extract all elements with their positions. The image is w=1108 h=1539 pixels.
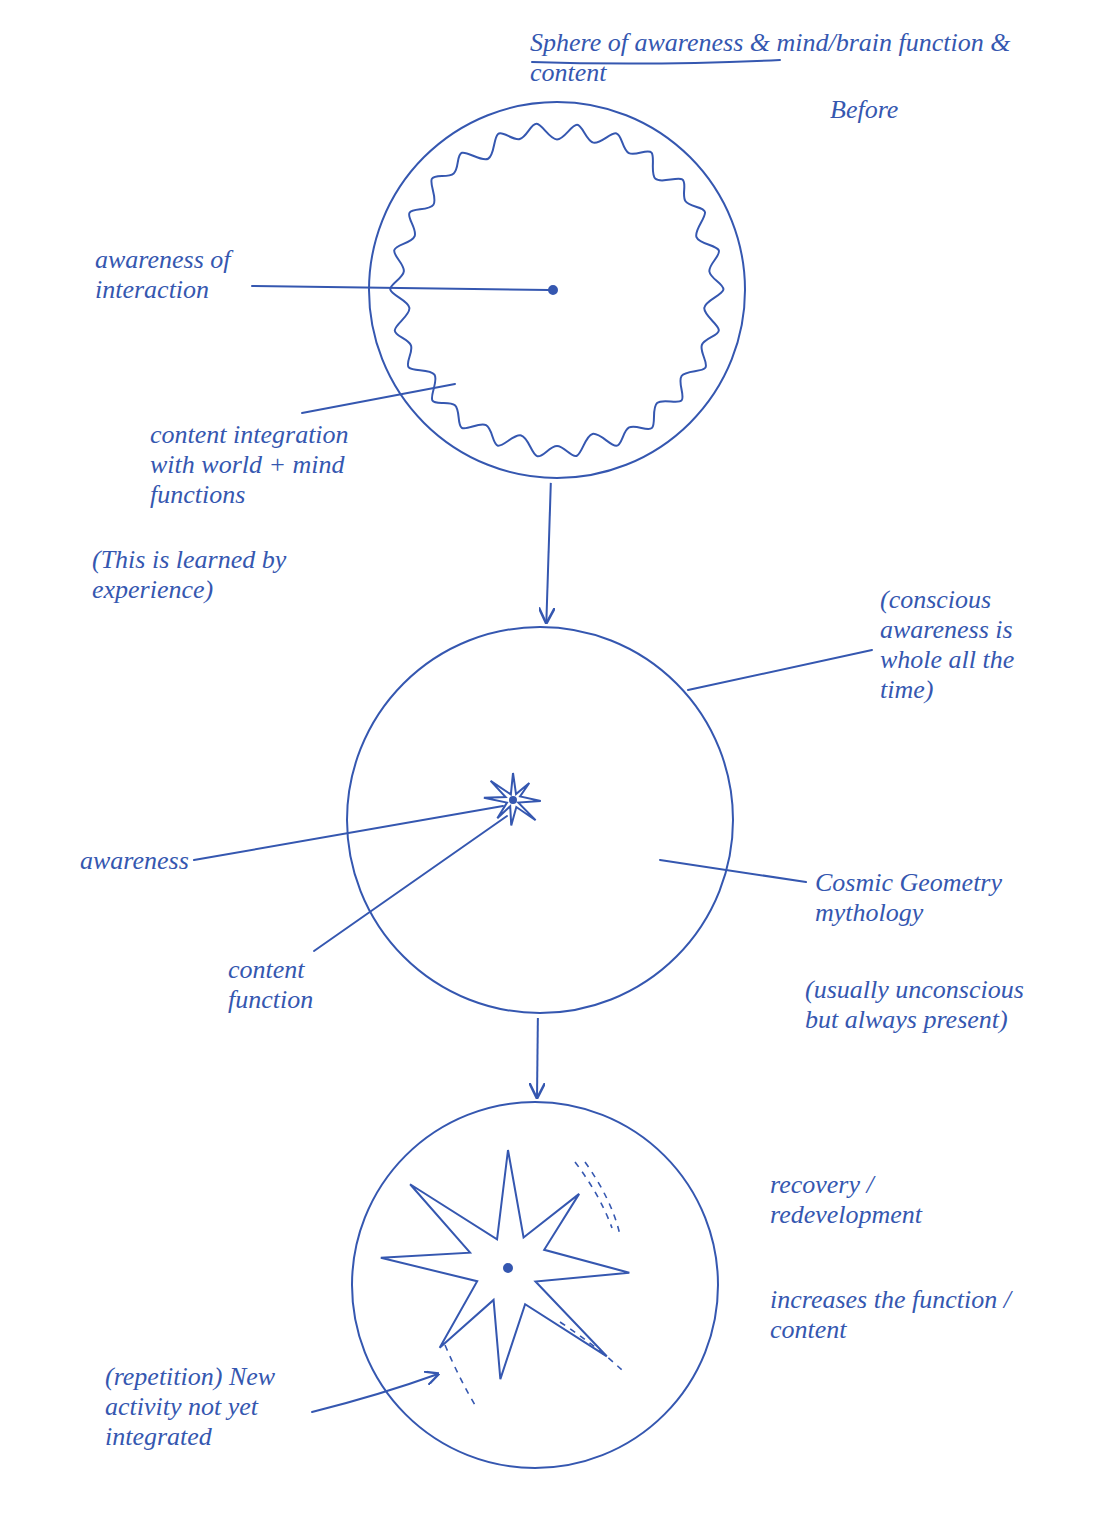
side-heading: increases the function / content xyxy=(770,1285,1020,1345)
wavy-ring xyxy=(390,124,723,457)
note-label: content function xyxy=(228,955,338,1015)
circle-node: (conscious awareness is whole all the ti… xyxy=(345,625,735,1015)
leader-line xyxy=(660,860,806,882)
circle-node: recovery / redevelopmentincreases the fu… xyxy=(350,1100,720,1470)
circle-detail xyxy=(390,124,723,457)
flow-arrow xyxy=(536,1018,539,1097)
note-label: (This is learned by experience) xyxy=(92,545,382,605)
sphere-circle xyxy=(369,102,745,478)
circle-node: Before xyxy=(367,100,747,480)
leader-line xyxy=(314,816,507,951)
note-label: content integration with world + mind fu… xyxy=(150,420,370,510)
side-heading: Before xyxy=(830,95,990,125)
side-heading: recovery / redevelopment xyxy=(770,1170,1020,1230)
side-heading: (conscious awareness is whole all the ti… xyxy=(880,585,1030,705)
circle-outline xyxy=(367,100,747,480)
new-activity-stroke xyxy=(575,1162,612,1228)
star-shape xyxy=(484,773,541,825)
note-label: (usually unconscious but always present) xyxy=(805,975,1055,1035)
flow-arrow xyxy=(546,483,550,622)
leader-arrow xyxy=(312,1374,438,1412)
new-activity-stroke xyxy=(445,1345,475,1405)
note-label: awareness of interaction xyxy=(95,245,245,305)
new-activity-stroke xyxy=(585,1162,620,1235)
center-dot xyxy=(504,1264,512,1272)
circle-outline xyxy=(345,625,735,1015)
sphere-circle xyxy=(352,1102,718,1468)
title: Sphere of awareness & mind/brain functio… xyxy=(530,28,1050,88)
star-shape xyxy=(381,1150,629,1379)
note-label: (repetition) New activity not yet integr… xyxy=(105,1362,320,1452)
circle-outline xyxy=(350,1100,720,1470)
note-label: awareness xyxy=(80,846,220,876)
leader-line xyxy=(688,650,872,690)
sphere-circle xyxy=(347,627,733,1013)
new-activity-stroke xyxy=(560,1322,622,1370)
note-label: Cosmic Geometry mythology xyxy=(815,868,1015,928)
center-dot xyxy=(549,286,557,294)
circle-detail xyxy=(381,1150,629,1405)
leader-line xyxy=(252,286,549,290)
circle-detail xyxy=(484,773,541,825)
center-dot xyxy=(510,797,516,803)
